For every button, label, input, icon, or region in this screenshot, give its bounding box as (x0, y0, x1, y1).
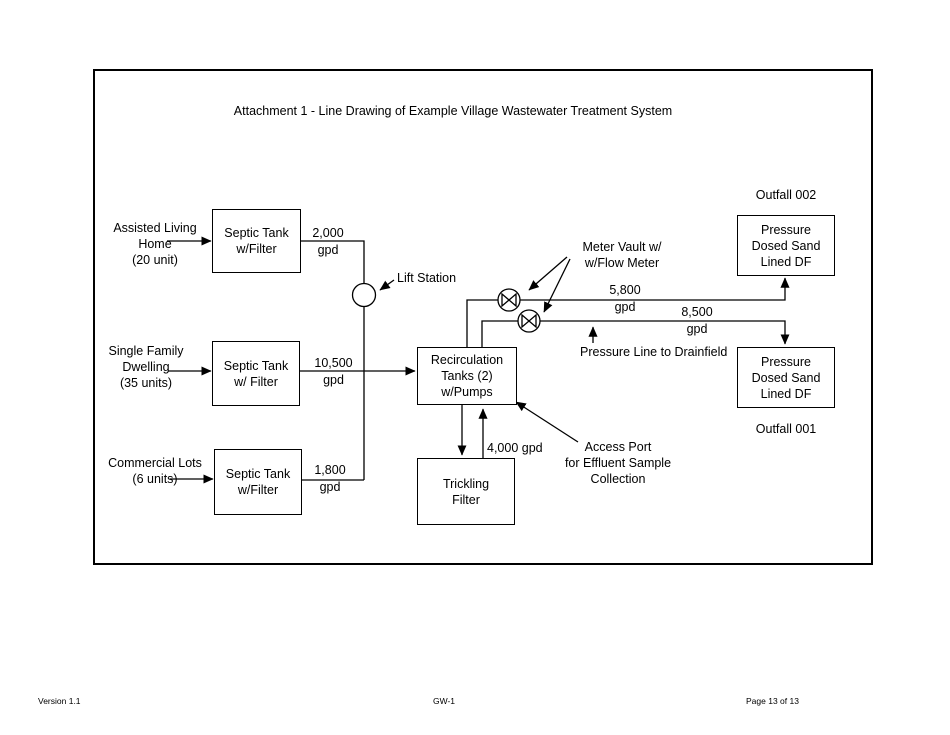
flow-label-5800-gpd: 5,800 gpd (609, 283, 641, 314)
node-septic-tank-1: Septic Tank w/Filter (212, 209, 301, 273)
node-septic-tank-2: Septic Tank w/ Filter (212, 341, 300, 406)
flow-label-2000-gpd: 2,000 gpd (312, 226, 344, 257)
label-access-port: Access Port for Effluent Sample Collecti… (564, 440, 672, 486)
source-label-assisted-living: Assisted Living Home (20 unit) (113, 221, 197, 267)
footer-doc-id: GW-1 (432, 696, 456, 706)
label-meter-vault: Meter Vault w/ w/Flow Meter (582, 240, 662, 270)
diagram-title: Attachment 1 - Line Drawing of Example V… (233, 104, 673, 118)
source-label-single-family: Single Family Dwelling (35 units) (108, 344, 184, 390)
node-trickling-filter: Trickling Filter (417, 458, 515, 525)
node-pressure-dosed-sand-df-outfall-001: Pressure Dosed Sand Lined DF (737, 347, 835, 408)
node-septic-tank-3: Septic Tank w/Filter (214, 449, 302, 515)
node-recirculation-tanks: Recirculation Tanks (2) w/Pumps (417, 347, 517, 405)
flow-label-10500-gpd: 10,500 gpd (314, 356, 353, 387)
flow-label-1800-gpd: 1,800 gpd (314, 463, 346, 494)
label-pressure-line-to-drainfield: Pressure Line to Drainfield (580, 345, 728, 359)
source-label-commercial-lots: Commercial Lots (6 units) (108, 456, 202, 486)
footer-version: Version 1.1 (38, 696, 81, 706)
flow-label-4000-gpd: 4,000 gpd (487, 441, 543, 455)
diagram-border (93, 69, 873, 565)
label-outfall-002: Outfall 002 (755, 188, 817, 202)
footer-page-number: Page 13 of 13 (746, 696, 799, 706)
flow-label-8500-gpd: 8,500 gpd (681, 305, 713, 336)
label-lift-station: Lift Station (397, 271, 457, 285)
node-pressure-dosed-sand-df-outfall-002: Pressure Dosed Sand Lined DF (737, 215, 835, 276)
label-outfall-001: Outfall 001 (755, 422, 817, 436)
